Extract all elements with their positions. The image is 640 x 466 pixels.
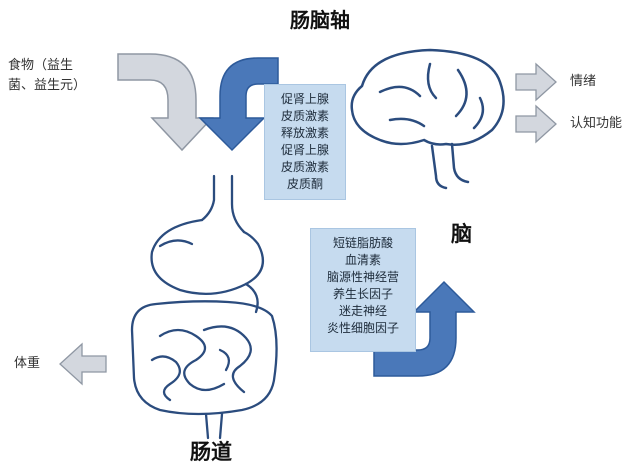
signal-item: 促肾上腺 — [280, 92, 329, 106]
brain-label: 脑 — [451, 222, 472, 246]
gut-to-brain-signals-box: 短链脂肪酸 血清素 脑源性神经营 养生长因子 迷走神经 炎性细胞因子 — [310, 228, 416, 352]
emotion-arrow-icon — [515, 62, 557, 102]
cognition-arrow-icon — [515, 104, 557, 144]
signal-item: 短链脂肪酸 — [332, 236, 393, 250]
gut-to-brain-arrow-icon — [373, 280, 476, 377]
signal-item: 脑源性神经营 — [326, 270, 399, 284]
brain-icon — [350, 48, 505, 190]
signal-item: 皮质激素 — [280, 160, 329, 174]
weight-label: 体重 — [14, 356, 41, 371]
gut-label: 肠道 — [190, 440, 232, 464]
food-label-line-1: 食物（益生 — [8, 58, 74, 73]
signal-item: 血清素 — [344, 253, 381, 267]
food-label: 食物（益生 菌、益生元） — [8, 56, 86, 96]
signal-item: 养生长因子 — [332, 287, 393, 301]
brain-to-gut-signals-box: 促肾上腺 皮质激素 释放激素 促肾上腺 皮质激素 皮质酮 — [264, 84, 346, 200]
signal-item: 释放激素 — [280, 126, 329, 140]
weight-arrow-icon — [59, 342, 107, 386]
emotion-label: 情绪 — [570, 74, 597, 89]
signal-item: 迷走神经 — [338, 304, 387, 318]
intestine-icon — [130, 174, 278, 440]
signal-item: 促肾上腺 — [280, 143, 329, 157]
cognition-label: 认知功能 — [570, 116, 623, 131]
signal-item: 皮质酮 — [286, 177, 323, 191]
food-label-line-2: 菌、益生元） — [8, 78, 87, 93]
signal-item: 炎性细胞因子 — [326, 321, 399, 335]
brain-to-gut-arrow-icon — [198, 57, 279, 152]
page-title: 肠脑轴 — [290, 8, 350, 32]
signal-item: 皮质激素 — [280, 109, 329, 123]
food-arrow-icon — [117, 53, 214, 152]
